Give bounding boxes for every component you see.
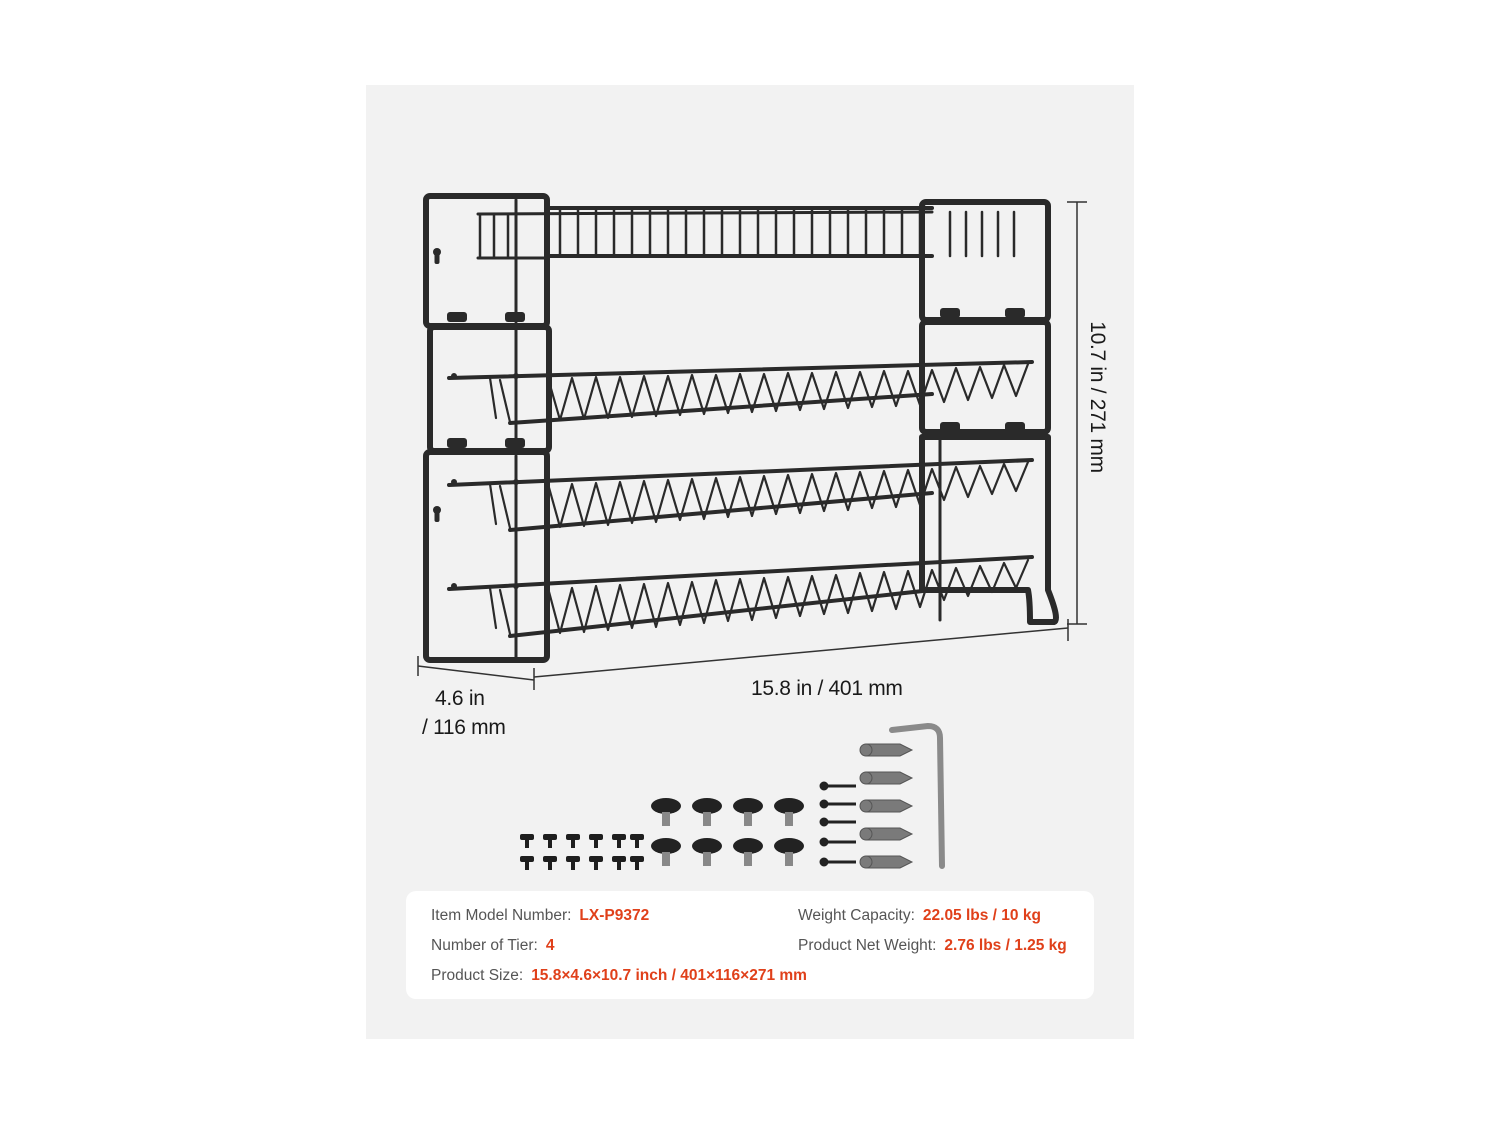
spec-capacity-label: Weight Capacity: [798,907,915,924]
allen-key [889,723,945,869]
width-dimension-label: 15.8 in / 401 mm [751,677,903,700]
spec-capacity-value: 22.05 lbs / 10 kg [922,907,1041,924]
depth-dimension-label-line1: 4.6 in [435,687,485,710]
width-dimension-line [533,619,1069,690]
spec-tier-label: Number of Tier: [431,937,538,954]
wood-screws [819,781,856,867]
spec-model-label: Item Model Number: [431,907,572,924]
leveling-feet [651,798,804,866]
depth-dimension-line [417,656,535,681]
spec-size-value: 15.8×4.6×10.7 inch / 401×116×271 mm [531,967,807,984]
small-screws [520,834,644,870]
spec-net-weight: Product Net Weight: 2.76 lbs / 1.25 kg [798,937,1067,955]
depth-dimension-label-line2: / 116 mm [422,716,506,739]
spec-model: Item Model Number: LX-P9372 [431,907,649,925]
wall-anchors [859,743,914,869]
spec-size: Product Size: 15.8×4.6×10.7 inch / 401×11… [431,967,807,985]
spec-net-weight-label: Product Net Weight: [798,937,937,954]
spec-net-weight-value: 2.76 lbs / 1.25 kg [944,937,1067,954]
spec-tier: Number of Tier: 4 [431,937,554,955]
spec-size-label: Product Size: [431,967,524,984]
spec-card: Item Model Number: LX-P9372 Number of Tie… [406,891,1094,999]
height-dimension-line [1067,201,1087,625]
height-dimension-label: 10.7 in / 271 mm [1086,321,1109,473]
spec-capacity: Weight Capacity: 22.05 lbs / 10 kg [798,907,1041,925]
spec-model-value: LX-P9372 [579,907,650,924]
spec-tier-value: 4 [545,937,555,954]
wire-shelf-rack [423,193,1059,663]
